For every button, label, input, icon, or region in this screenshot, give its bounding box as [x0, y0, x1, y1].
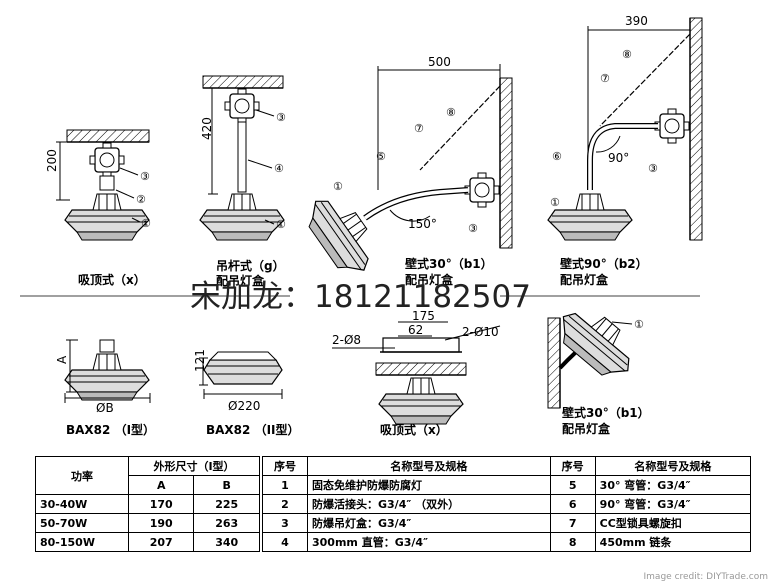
label-ceiling-x: 吸顶式（x）: [78, 272, 146, 287]
svg-text:配吊灯盒: 配吊灯盒: [216, 273, 265, 288]
dim-A: A: [55, 355, 69, 364]
table-row: 30-40W 170 225: [35, 494, 260, 514]
svg-text:②: ②: [136, 193, 146, 206]
dim-2-010: 2-Ø10: [462, 325, 499, 339]
svg-text:④: ④: [274, 162, 284, 175]
header-name-1: 名称型号及规格: [307, 456, 551, 476]
svg-text:①: ①: [141, 217, 151, 230]
dim-121: 121: [193, 349, 207, 372]
header-power: 功率: [35, 456, 129, 495]
svg-text:BAX82 （II型）: BAX82 （II型）: [206, 422, 300, 437]
svg-text:③: ③: [140, 170, 150, 183]
table-row: 50-70W 190 263: [35, 513, 260, 533]
header-no-1: 序号: [262, 456, 308, 476]
figure-pendant-g: 420 ③ ④ ① 吊杆式（g） 配吊灯盒: [199, 75, 286, 288]
svg-text:壁式30°（b1）: 壁式30°（b1）: [562, 405, 650, 420]
svg-text:吊杆式（g）: 吊杆式（g）: [216, 258, 285, 273]
table-row: 2 防爆活接头：G3/4″ （双外） 6 90° 弯管：G3/4″: [262, 494, 752, 514]
table-row: 3 防爆吊灯盒：G3/4″ 7 CC型锁具螺旋扣: [262, 513, 752, 533]
watermark: 宋加龙：18121182507: [190, 279, 531, 315]
figure-wall30-b1b: ① 壁式30°（b1） 配吊灯盒: [547, 296, 650, 436]
figure-ceiling-x: 200 ③ ② ① 吸顶式（x）: [45, 129, 151, 287]
svg-text:①: ①: [634, 318, 644, 331]
table-row: 1 固态免维护防爆防腐灯 5 30° 弯管：G3/4″: [262, 475, 752, 495]
svg-text:配吊灯盒: 配吊灯盒: [560, 272, 609, 287]
image-credit: Image credit: DIYTrade.com: [643, 572, 768, 582]
svg-text:配吊灯盒: 配吊灯盒: [405, 272, 454, 287]
svg-text:①: ①: [550, 196, 560, 209]
svg-text:①: ①: [333, 180, 343, 193]
parts-table: 序号 名称型号及规格 序号 名称型号及规格 1 固态免维护防爆防腐灯 5 30°…: [262, 456, 752, 552]
header-no-2: 序号: [549, 456, 596, 476]
dim-175: 175: [412, 309, 435, 323]
figure-bax82-I: A ØB BAX82 （I型）: [55, 339, 155, 437]
table-row: 4 300mm 直管：G3/4″ 8 450mm 链条: [262, 532, 752, 552]
svg-text:BAX82 （I型）: BAX82 （I型）: [66, 422, 155, 437]
dim-90: 90°: [608, 151, 629, 165]
dim-B: ØB: [96, 401, 114, 415]
header-B: B: [193, 475, 260, 495]
svg-text:⑧: ⑧: [622, 48, 632, 61]
dim-220: Ø220: [228, 399, 260, 413]
svg-text:⑧: ⑧: [446, 106, 456, 119]
figure-bax82-II: 121 Ø220 BAX82 （II型）: [193, 349, 300, 437]
figure-wall30-b1: 500 150° ① ⑤ ⑦ ⑧ ③ 壁式30°（b1） 配吊灯盒: [298, 55, 513, 287]
svg-text:①: ①: [276, 218, 286, 231]
dim-500: 500: [428, 55, 451, 69]
svg-text:⑥: ⑥: [552, 150, 562, 163]
dimensions-table: 功率 外形尺寸（I型） A B 30-40W 170 225 50-70W 19…: [35, 456, 260, 552]
svg-text:⑦: ⑦: [600, 72, 610, 85]
svg-text:配吊灯盒: 配吊灯盒: [562, 421, 611, 436]
svg-text:③: ③: [468, 222, 478, 235]
figure-ceiling-x2: 175 62 2-Ø8 2-Ø10 吸顶式（x）: [332, 309, 501, 437]
dim-2-08: 2-Ø8: [332, 333, 361, 347]
figure-wall90-b2: 390 90° ⑥ ⑦ ⑧ ③ ① 壁式90°（b2） 配吊灯盒: [547, 14, 703, 287]
svg-text:壁式30°（b1）: 壁式30°（b1）: [405, 256, 493, 271]
svg-text:⑦: ⑦: [414, 122, 424, 135]
svg-text:吸顶式（x）: 吸顶式（x）: [380, 422, 448, 437]
header-dims: 外形尺寸（I型）: [128, 456, 260, 476]
dim-150: 150°: [408, 217, 437, 231]
dim-62: 62: [408, 323, 423, 337]
svg-text:③: ③: [276, 111, 286, 124]
svg-text:⑤: ⑤: [376, 150, 386, 163]
header-name-2: 名称型号及规格: [594, 456, 752, 476]
dim-200: 200: [45, 149, 59, 172]
svg-text:③: ③: [648, 162, 658, 175]
table-row: 80-150W 207 340: [35, 532, 260, 552]
dim-390: 390: [625, 14, 648, 28]
dim-420: 420: [200, 117, 214, 140]
svg-text:壁式90°（b2）: 壁式90°（b2）: [560, 256, 648, 271]
header-A: A: [127, 475, 195, 495]
